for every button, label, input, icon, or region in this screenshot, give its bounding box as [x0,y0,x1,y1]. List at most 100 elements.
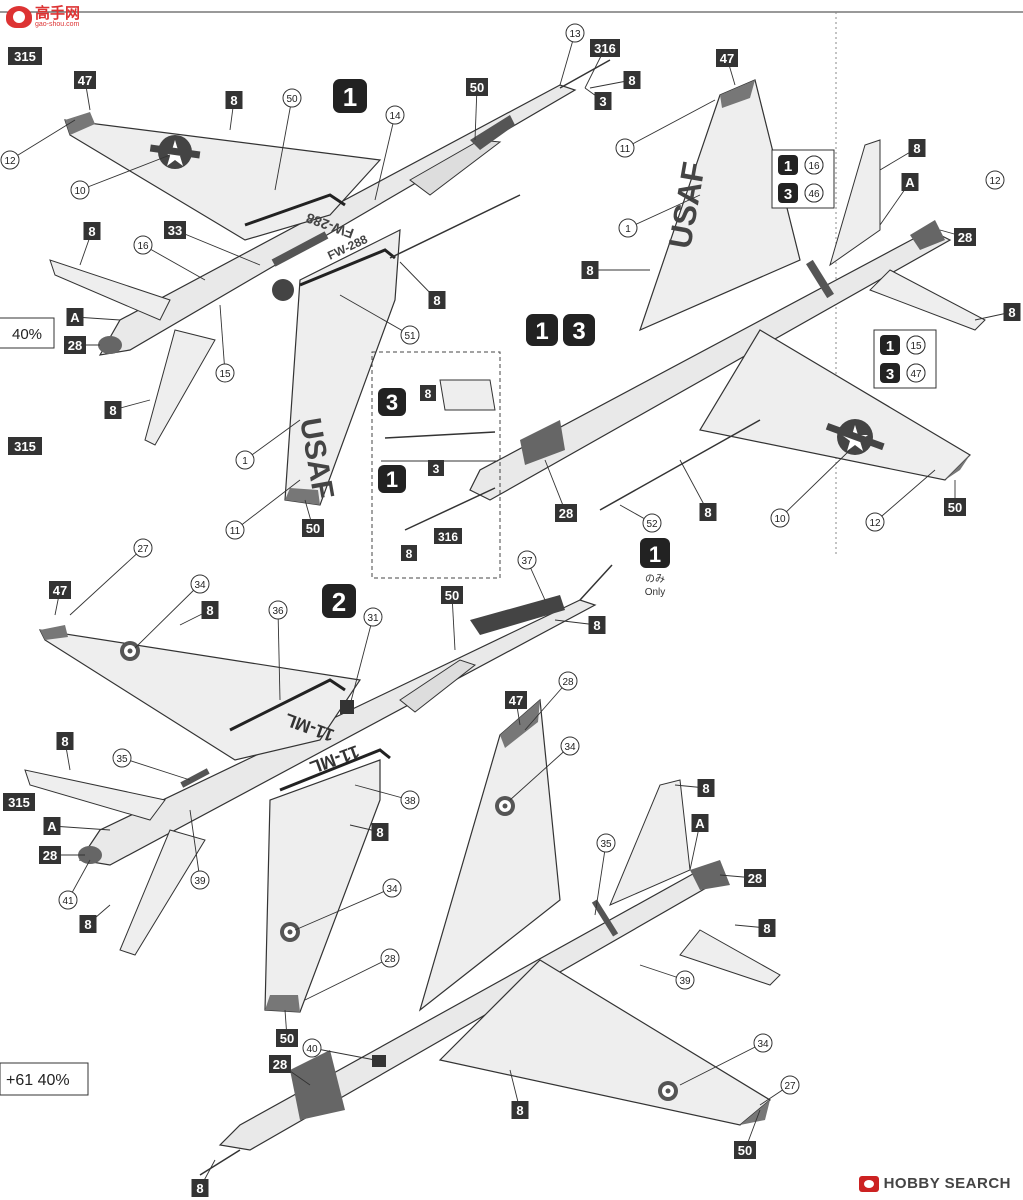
inset-scheme-1-icon: 1 [386,467,398,492]
hobbysearch-logo-icon [858,1175,879,1192]
svg-text:10: 10 [774,514,786,525]
svg-text:47: 47 [78,73,92,88]
circled-callout-11: 11 [615,99,716,158]
circled-callout-12: 12 [865,469,936,532]
svg-text:28: 28 [43,848,57,863]
svg-text:47: 47 [720,51,734,66]
svg-text:28: 28 [384,954,396,965]
hobbysearch-footer: HOBBY SEARCH [858,1175,1011,1192]
svg-text:8: 8 [376,825,383,840]
scheme-only-note: 1 のみ Only [640,538,670,598]
boxed-callout-50: 50 [302,499,324,537]
svg-text:8: 8 [109,403,116,418]
svg-text:35: 35 [116,754,128,765]
boxed-callout-28: 28 [544,459,577,522]
circled-callout-51: 51 [339,294,420,345]
svg-text:34: 34 [386,884,398,895]
scheme-badge-2: 2 [322,584,356,618]
boxed-callout-50: 50 [734,1109,761,1159]
svg-text:3: 3 [784,186,792,203]
svg-text:50: 50 [306,521,320,536]
svg-text:38: 38 [404,796,416,807]
svg-text:34: 34 [194,580,206,591]
svg-text:39: 39 [679,976,691,987]
boxed-callout-8: 8 [79,222,101,266]
svg-text:34: 34 [564,742,576,753]
legend-box-15-47: 1 15 3 47 [873,329,937,389]
scheme-badge-1: 1 [333,79,367,113]
svg-text:8: 8 [206,603,213,618]
circled-callout-36: 36 [268,600,288,701]
svg-text:33: 33 [168,223,182,238]
circled-callout-15: 15 [215,304,235,383]
svg-text:315: 315 [14,439,36,454]
circled-callout-28: 28 [524,671,578,731]
circled-callout-27: 27 [759,1075,800,1106]
svg-text:8: 8 [230,93,237,108]
boxed-callout-8: 8 [191,1159,216,1197]
boxed-callout-3: 3 [584,87,612,110]
circled-callout-10: 10 [770,449,851,528]
circled-callout-50: 50 [274,88,302,191]
circled-callout-16: 16 [804,155,824,175]
circled-callout-34: 34 [134,574,210,649]
boxed-callout-28: 28 [719,869,766,887]
boxed-callout-8: 8 [349,823,389,841]
svg-text:1: 1 [625,224,631,235]
circled-callout-16: 16 [133,235,206,281]
circled-callout-35: 35 [112,748,191,781]
circled-callout-52: 52 [619,504,662,533]
boxed-callout-A: A [879,173,919,226]
svg-text:51: 51 [404,331,416,342]
aircraft-top-view-scheme-2: 11-ML 11-ML [24,564,613,1013]
circled-callout-40: 40 [302,1038,376,1061]
boxed-callout-50: 50 [441,586,463,651]
svg-text:41: 41 [62,896,74,907]
svg-text:8: 8 [586,263,593,278]
svg-text:8: 8 [628,73,635,88]
aircraft-bottom-view-scheme-2 [199,698,781,1176]
boxed-callout-8: 8 [589,71,641,89]
inset-part-8b: 8 [406,547,413,561]
svg-text:3: 3 [599,94,606,109]
percent-note-40: 40% [0,317,55,349]
svg-text:8: 8 [704,505,711,520]
boxed-callout-8: 8 [225,91,243,131]
boxed-callout-8: 8 [554,616,606,634]
svg-text:316: 316 [594,41,616,56]
circled-callout-31: 31 [349,607,383,706]
boxed-callout-8: 8 [734,919,776,937]
svg-text:8: 8 [516,1103,523,1118]
svg-text:15: 15 [910,341,922,352]
svg-text:39: 39 [194,876,206,887]
circled-callout-35: 35 [594,833,616,916]
svg-text:8: 8 [913,141,920,156]
svg-text:Only: Only [645,587,666,598]
svg-text:315: 315 [14,49,36,64]
circled-callout-39: 39 [639,964,695,990]
svg-text:27: 27 [137,544,149,555]
inset-scheme-3-icon: 3 [386,390,398,415]
circled-callout-12: 12 [985,170,1005,190]
svg-text:16: 16 [137,241,149,252]
aircraft-top-view-scheme-1: USAF FW-288 FW-288 [49,59,611,506]
boxed-callout-47: 47 [74,71,96,111]
svg-text:8: 8 [61,734,68,749]
svg-text:315: 315 [8,795,30,810]
svg-text:8: 8 [702,781,709,796]
svg-text:13: 13 [569,29,581,40]
svg-text:8: 8 [593,618,600,633]
boxed-callout-50: 50 [276,1009,298,1047]
svg-text:8: 8 [84,917,91,932]
svg-text:50: 50 [286,94,298,105]
boxed-callout-8: 8 [56,732,74,771]
boxed-callout-47: 47 [505,691,527,726]
svg-text:50: 50 [280,1031,294,1046]
svg-text:1: 1 [535,318,548,345]
svg-text:3: 3 [886,366,894,383]
svg-text:A: A [47,819,57,834]
boxed-callout-28: 28 [39,846,85,864]
svg-text:50: 50 [948,500,962,515]
boxed-callout-8: 8 [879,139,926,171]
